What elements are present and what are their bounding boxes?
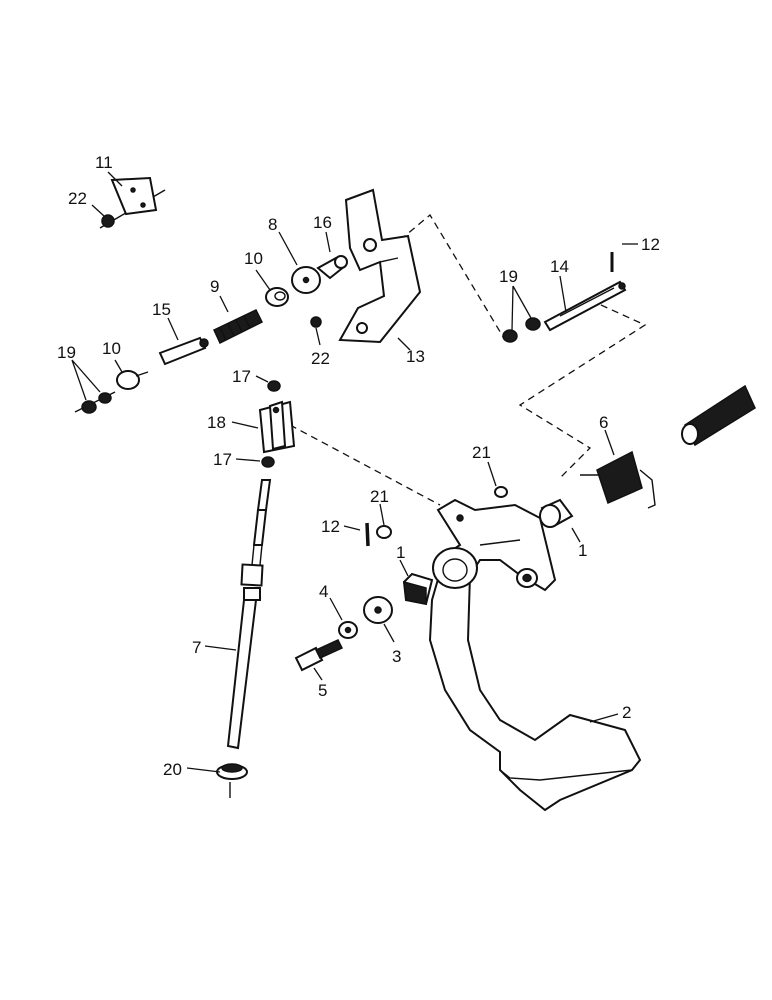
callout-5: 5 xyxy=(318,681,327,700)
cotter-pin-12-lower xyxy=(365,522,370,547)
callout-7: 7 xyxy=(192,638,201,657)
pin-16 xyxy=(316,255,348,280)
callout-labels: 11 22 8 16 10 9 15 10 19 22 13 19 14 12 … xyxy=(57,153,660,779)
washer-3 xyxy=(363,596,393,624)
callout-9: 9 xyxy=(210,277,219,296)
callout-12: 12 xyxy=(641,235,660,254)
washer-4 xyxy=(338,621,358,639)
washer-21-lower xyxy=(376,525,392,539)
bushing-1-left xyxy=(402,572,434,606)
callout-19: 19 xyxy=(57,343,76,362)
callout-1: 1 xyxy=(396,543,405,562)
tube xyxy=(681,384,756,447)
callout-10b: 10 xyxy=(102,339,121,358)
rod-15 xyxy=(158,336,209,366)
assembly-dashed-lines xyxy=(289,214,647,506)
washer-8 xyxy=(291,266,321,294)
torsion-spring-6 xyxy=(580,450,656,509)
callout-16: 16 xyxy=(313,213,332,232)
nuts-19-right xyxy=(502,317,541,343)
callout-2: 2 xyxy=(622,703,631,722)
bracket-13 xyxy=(338,188,422,344)
callout-19b: 19 xyxy=(499,267,518,286)
pin-14 xyxy=(543,280,627,332)
callout-8: 8 xyxy=(268,215,277,234)
callout-21: 21 xyxy=(472,443,491,462)
push-rod-7 xyxy=(226,479,272,750)
callout-6: 6 xyxy=(599,413,608,432)
callout-10: 10 xyxy=(244,249,263,268)
callout-18: 18 xyxy=(207,413,226,432)
nut-17-lower xyxy=(261,456,275,468)
callout-4: 4 xyxy=(319,582,328,601)
callout-22b: 22 xyxy=(311,349,330,368)
callout-13: 13 xyxy=(406,347,425,366)
bracket-plate-11 xyxy=(99,176,166,229)
clevis-18 xyxy=(258,400,296,454)
bolt-5 xyxy=(294,639,344,672)
nut-22-middle xyxy=(310,316,322,328)
callout-17b: 17 xyxy=(213,450,232,469)
callout-21b: 21 xyxy=(370,487,389,506)
callout-22: 22 xyxy=(68,189,87,208)
nut-17-upper xyxy=(267,380,281,392)
callout-1b: 1 xyxy=(578,541,587,560)
callout-14: 14 xyxy=(550,257,569,276)
spring-9 xyxy=(213,309,264,345)
bushing-10-upper xyxy=(265,287,289,307)
callout-12b: 12 xyxy=(321,517,340,536)
pedal-arm-2 xyxy=(428,498,642,812)
callout-3: 3 xyxy=(392,647,401,666)
callout-11: 11 xyxy=(95,153,113,172)
bushing-10-lower xyxy=(116,370,149,390)
grommet-20 xyxy=(216,763,248,798)
leader-lines xyxy=(71,171,638,773)
callout-17: 17 xyxy=(232,367,251,386)
washer-21-upper xyxy=(494,486,508,498)
bushing-1-right xyxy=(539,498,574,528)
callout-20: 20 xyxy=(163,760,182,779)
nuts-19-left xyxy=(74,391,116,414)
callout-15: 15 xyxy=(152,300,171,319)
